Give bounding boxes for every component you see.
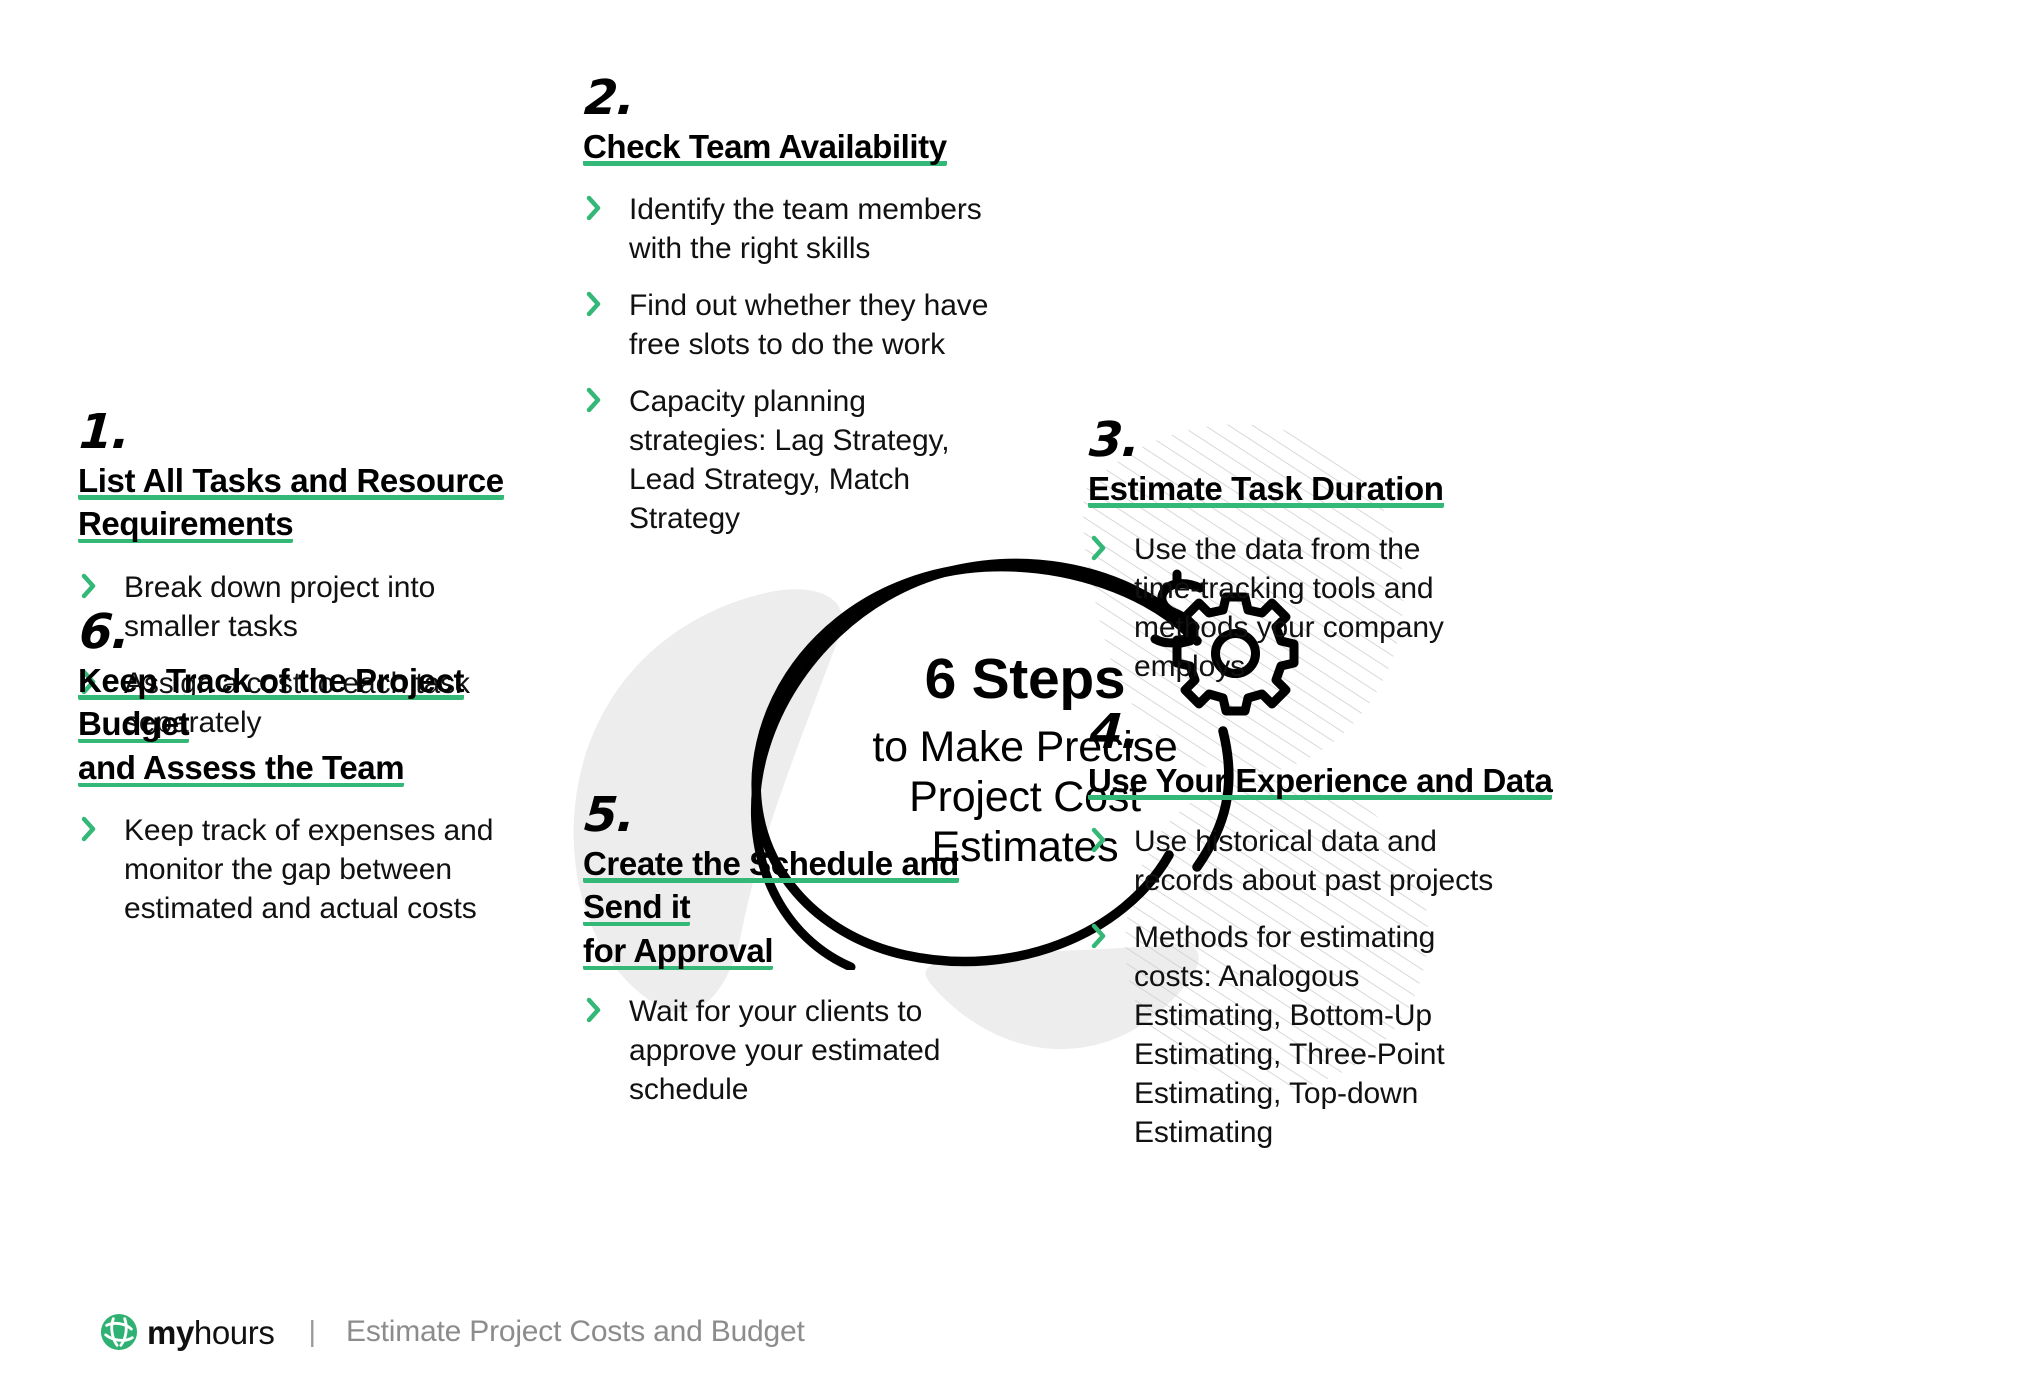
- list-item: Identify the team members with the right…: [583, 190, 1003, 268]
- step-bullets-3: Use the data from the time-tracking tool…: [1088, 530, 1488, 686]
- step-heading-6: Keep Track of the Project Budget and Asse…: [78, 659, 498, 790]
- list-item: Use the data from the time-tracking tool…: [1088, 530, 1488, 686]
- chevron-right-icon: [586, 388, 601, 413]
- step-bullets-2: Identify the team members with the right…: [583, 190, 1003, 538]
- step-number-6: 6.: [77, 604, 132, 660]
- chevron-right-icon: [81, 817, 96, 842]
- step-number-1: 1.: [77, 404, 132, 460]
- step-block-6: 6. Keep Track of the Project Budget and A…: [77, 604, 498, 928]
- bullet-text: Use the data from the time-tracking tool…: [1134, 533, 1444, 684]
- brand-light: hours: [193, 1313, 275, 1351]
- hub-subtitle-line: Estimates: [931, 823, 1119, 872]
- footer-caption: Estimate Project Costs and Budget: [346, 1315, 805, 1348]
- step-heading-line: Keep Track of the Project Budget: [78, 661, 465, 744]
- list-item: Capacity planning strategies: Lag Strate…: [583, 382, 1003, 538]
- bullet-text: Find out whether they have free slots to…: [629, 289, 989, 362]
- list-item: Keep track of expenses and monitor the g…: [78, 811, 498, 928]
- footer-separator: |: [308, 1315, 317, 1348]
- step-heading-5: Create the Schedule and Send it for Appro…: [583, 842, 1003, 973]
- brand-wordmark: myhours: [147, 1313, 275, 1351]
- step-number-4: 4.: [1087, 704, 1142, 760]
- step-block-4: 4. Use Your Experience and Data Use hist…: [1087, 704, 1553, 1152]
- bullet-text: Methods for estimating costs: Analogous …: [1134, 921, 1445, 1150]
- step-block-2: 2. Check Team Availability Identify the …: [582, 70, 1003, 538]
- step-heading-line: Create the Schedule and Send it: [583, 844, 959, 927]
- chevron-right-icon: [1091, 536, 1106, 561]
- chevron-right-icon: [586, 196, 601, 221]
- myhours-globe-icon: [100, 1313, 138, 1351]
- bullet-text: Break down project into smaller tasks: [124, 570, 436, 643]
- chevron-right-icon: [81, 573, 96, 599]
- footer: myhours | Estimate Project Costs and Bud…: [100, 1310, 805, 1354]
- list-item: Wait for your clients to approve your es…: [583, 992, 1003, 1109]
- step-bullets-4: Use historical data and records about pa…: [1088, 822, 1508, 1152]
- bullet-text: Use historical data and records about pa…: [1134, 825, 1494, 898]
- list-item: Use historical data and records about pa…: [1088, 822, 1508, 900]
- step-heading-line: Estimate Task Duration: [1088, 469, 1444, 508]
- step-heading-line: for Approval: [583, 931, 774, 970]
- brand-bold: my: [147, 1313, 194, 1351]
- step-heading-line: Check Team Availability: [583, 127, 947, 166]
- step-number-3: 3.: [1087, 412, 1142, 468]
- list-item: Find out whether they have free slots to…: [583, 286, 1003, 364]
- chevron-right-icon: [1091, 924, 1106, 949]
- step-heading-line: Use Your Experience and Data: [1088, 761, 1553, 800]
- step-bullets-6: Keep track of expenses and monitor the g…: [78, 811, 498, 928]
- step-block-3: 3. Estimate Task Duration Use the data f…: [1087, 412, 1488, 686]
- step-number-5: 5.: [582, 787, 637, 843]
- step-heading-line: and Assess the Team: [78, 748, 405, 787]
- bullet-text: Keep track of expenses and monitor the g…: [124, 814, 494, 926]
- list-item: Break down project into smaller tasks: [78, 568, 508, 646]
- bullet-text: Identify the team members with the right…: [629, 193, 982, 266]
- step-heading-line: List All Tasks and Resource: [78, 461, 504, 500]
- step-heading-2: Check Team Availability: [583, 125, 1003, 169]
- step-heading-3: Estimate Task Duration: [1088, 467, 1488, 511]
- step-heading-line: Requirements: [78, 505, 294, 544]
- step-bullets-5: Wait for your clients to approve your es…: [583, 992, 1003, 1109]
- bullet-text: Wait for your clients to approve your es…: [629, 995, 941, 1107]
- bullet-text: Capacity planning strategies: Lag Strate…: [629, 385, 950, 536]
- chevron-right-icon: [586, 292, 601, 317]
- step-block-5: 5. Create the Schedule and Send it for Ap…: [582, 787, 1003, 1109]
- list-item: Methods for estimating costs: Analogous …: [1088, 918, 1508, 1152]
- chevron-right-icon: [1091, 828, 1106, 853]
- step-number-2: 2.: [582, 70, 637, 126]
- step-heading-4: Use Your Experience and Data: [1088, 759, 1553, 803]
- chevron-right-icon: [586, 998, 601, 1023]
